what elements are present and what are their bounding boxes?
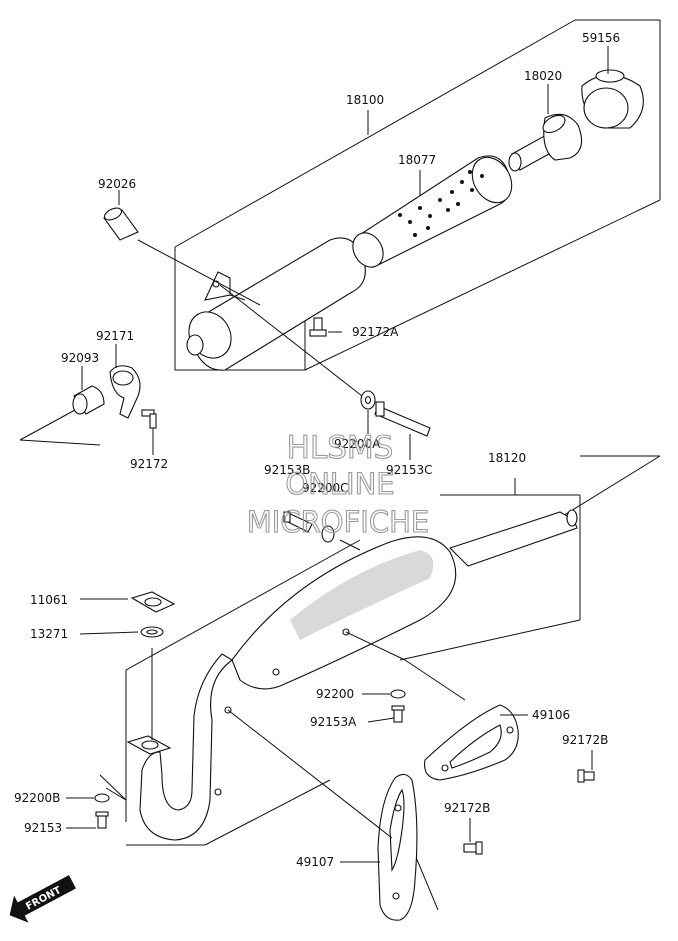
label-92153b: 92153B xyxy=(264,463,310,477)
label-92172a: 92172A xyxy=(352,325,399,339)
label-18077: 18077 xyxy=(398,153,436,167)
end-cap-59156 xyxy=(581,69,644,129)
flange xyxy=(126,735,172,755)
heat-guard-49107 xyxy=(377,773,418,921)
washer-92200 xyxy=(390,689,406,699)
clamp-92171 xyxy=(109,365,141,419)
gasket-11061 xyxy=(130,591,176,613)
label-92172b-upper: 92172B xyxy=(562,733,608,747)
watermark: HLSMS ONLINE MICROFICHE xyxy=(246,429,430,539)
watermark-line-1: HLSMS xyxy=(287,430,394,466)
bolt-92153 xyxy=(95,811,109,829)
perforation-dots xyxy=(398,170,484,237)
label-92200a: 92200A xyxy=(334,437,381,451)
heat-guard-49106 xyxy=(424,704,519,781)
pipe-92026 xyxy=(103,207,139,241)
leader-lines-upper xyxy=(19,46,609,460)
leader-lines-lower xyxy=(66,539,593,863)
washer-92200a xyxy=(360,390,376,410)
label-92026: 92026 xyxy=(98,177,136,191)
label-11061: 11061 xyxy=(30,593,68,607)
label-18120: 18120 xyxy=(488,451,526,465)
label-13271: 13271 xyxy=(30,627,68,641)
label-92153c: 92153C xyxy=(386,463,433,477)
label-92172b-lower: 92172B xyxy=(444,801,490,815)
collar-92093 xyxy=(72,385,105,415)
label-18020: 18020 xyxy=(524,69,562,83)
watermark-line-2: ONLINE xyxy=(285,467,394,501)
tail-pipe-18020 xyxy=(508,113,583,172)
exhaust-pipe-18120 xyxy=(139,509,578,841)
watermark-line-3: MICROFICHE xyxy=(247,505,429,539)
washer-92200c xyxy=(321,525,335,543)
ring-13271 xyxy=(140,626,164,638)
label-92153a: 92153A xyxy=(310,715,357,729)
label-59156: 59156 xyxy=(582,31,620,45)
label-92172: 92172 xyxy=(130,457,168,471)
bolt-92153b xyxy=(283,511,313,533)
label-49107: 49107 xyxy=(296,855,334,869)
muffler-body xyxy=(186,237,366,371)
bolt-92153c xyxy=(374,401,431,437)
bolt-92172 xyxy=(141,409,157,429)
label-92200b: 92200B xyxy=(14,791,60,805)
label-92153: 92153 xyxy=(24,821,62,835)
label-92200c: 92200C xyxy=(302,481,349,495)
label-92200: 92200 xyxy=(316,687,354,701)
label-92171: 92171 xyxy=(96,329,134,343)
bolt-92153a xyxy=(391,705,405,723)
inner-tube-18077 xyxy=(352,155,513,268)
label-92093: 92093 xyxy=(61,351,99,365)
muffler-assembly-frame xyxy=(174,19,661,371)
washer-92200b xyxy=(94,793,110,803)
label-18100: 18100 xyxy=(346,93,384,107)
label-49106: 49106 xyxy=(532,708,570,722)
front-direction-badge: FRONT xyxy=(9,875,76,923)
bolt-92172b-upper xyxy=(577,769,595,783)
bolt-92172a xyxy=(309,317,327,337)
bolt-92172b-lower xyxy=(463,841,483,855)
